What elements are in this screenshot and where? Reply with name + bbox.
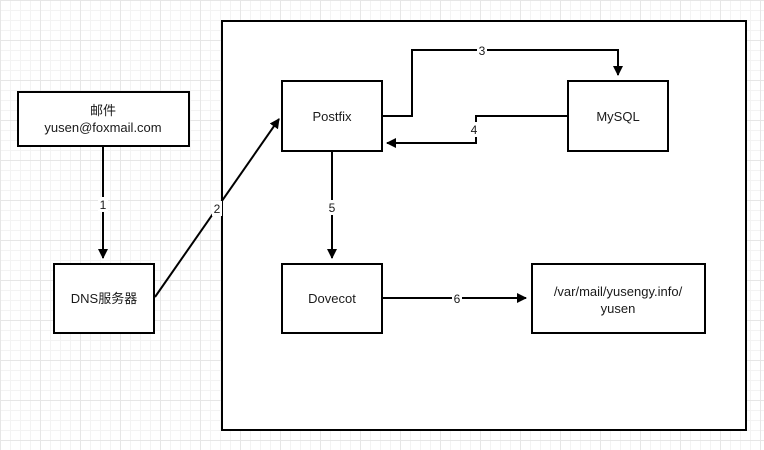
edge-label-4: 4 (469, 122, 479, 137)
mail-directory-node: /var/mail/yusengy.info/ yusen (531, 263, 706, 334)
svg-text:1: 1 (100, 198, 107, 212)
edge-3 (382, 49, 623, 117)
svg-text:6: 6 (454, 292, 461, 306)
dns-server-node: DNS服务器 (53, 263, 155, 334)
svg-text:2: 2 (214, 202, 221, 216)
svg-text:4: 4 (471, 123, 478, 137)
mysql-node: MySQL (567, 80, 669, 152)
svg-text:5: 5 (329, 201, 336, 215)
mail-node: 邮件 yusen@foxmail.com (17, 91, 190, 147)
svg-text:MySQL: MySQL (596, 109, 639, 124)
edge-label-1: 1 (98, 197, 108, 212)
svg-text:DNS服务器: DNS服务器 (71, 291, 137, 306)
edge-label-3: 3 (477, 43, 487, 58)
edge-label-5: 5 (327, 200, 337, 215)
svg-text:yusen@foxmail.com: yusen@foxmail.com (44, 120, 161, 135)
svg-text:/var/mail/yusengy.info/: /var/mail/yusengy.info/ (554, 284, 683, 299)
svg-text:yusen: yusen (601, 301, 636, 316)
postfix-node: Postfix (281, 80, 383, 152)
dovecot-node: Dovecot (281, 263, 383, 334)
svg-text:邮件: 邮件 (90, 103, 116, 118)
svg-text:Postfix: Postfix (312, 109, 352, 124)
svg-text:Dovecot: Dovecot (308, 291, 356, 306)
edge-label-2: 2 (212, 201, 222, 216)
edge-label-6: 6 (452, 291, 462, 306)
svg-text:3: 3 (479, 44, 486, 58)
